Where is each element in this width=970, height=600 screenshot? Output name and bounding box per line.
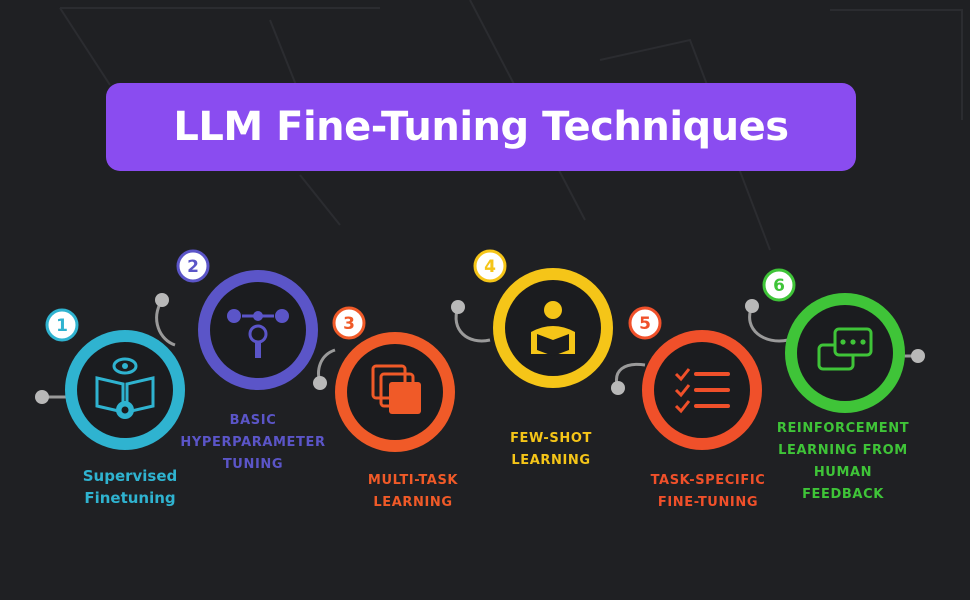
node-core bbox=[210, 282, 306, 378]
number-badge: 4 bbox=[473, 249, 507, 283]
technique-node-6: 6 bbox=[762, 268, 905, 413]
book-gear-icon bbox=[95, 357, 155, 419]
connector-dot bbox=[451, 300, 465, 314]
technique-node-3: 3 bbox=[332, 306, 455, 452]
number-badge: 5 bbox=[628, 306, 662, 340]
number-label: 5 bbox=[639, 314, 651, 334]
technique-label-5: TASK-SPECIFIC FINE-TUNING bbox=[650, 473, 766, 510]
number-label: 3 bbox=[343, 314, 355, 334]
connector-dot bbox=[313, 376, 327, 390]
technique-label-3: MULTI-TASK LEARNING bbox=[367, 473, 459, 510]
number-badge: 1 bbox=[45, 308, 79, 342]
number-label: 2 bbox=[187, 257, 199, 277]
connector-dot bbox=[35, 390, 49, 404]
number-badge: 6 bbox=[762, 268, 796, 302]
connector-dot bbox=[155, 293, 169, 307]
technique-label-1: Supervised Finetuning bbox=[82, 467, 178, 507]
technique-node-2: 2 bbox=[176, 249, 318, 390]
title-banner: LLM Fine-Tuning Techniques bbox=[106, 83, 856, 171]
number-badge: 3 bbox=[332, 306, 366, 340]
number-label: 1 bbox=[56, 316, 68, 336]
technique-node-1: 1 bbox=[45, 308, 185, 450]
number-label: 4 bbox=[484, 257, 496, 277]
connector-path bbox=[35, 293, 925, 404]
number-badge: 2 bbox=[176, 249, 210, 283]
connector-dot bbox=[911, 349, 925, 363]
connector-segment bbox=[155, 299, 176, 347]
technique-node-5: 5 bbox=[628, 306, 762, 450]
connector-dot bbox=[745, 299, 759, 313]
node-core bbox=[77, 342, 173, 438]
technique-label-4: FEW-SHOT LEARNING bbox=[510, 431, 592, 468]
number-label: 6 bbox=[773, 276, 785, 296]
background-lines bbox=[59, 0, 963, 251]
technique-label-6: REINFORCEMENT LEARNING FROM HUMAN FEEDBA… bbox=[776, 421, 910, 502]
page-title: LLM Fine-Tuning Techniques bbox=[173, 104, 789, 150]
technique-node-4: 4 bbox=[473, 249, 613, 388]
stacked-layers-icon bbox=[371, 364, 421, 414]
technique-label-2: BASIC HYPERPARAMETER TUNING bbox=[180, 413, 326, 472]
checklist-icon bbox=[674, 368, 730, 414]
chat-bubbles-icon bbox=[817, 327, 873, 371]
settings-sliders-icon bbox=[227, 309, 289, 358]
connector-dot bbox=[611, 381, 625, 395]
reader-person-icon bbox=[531, 301, 575, 356]
